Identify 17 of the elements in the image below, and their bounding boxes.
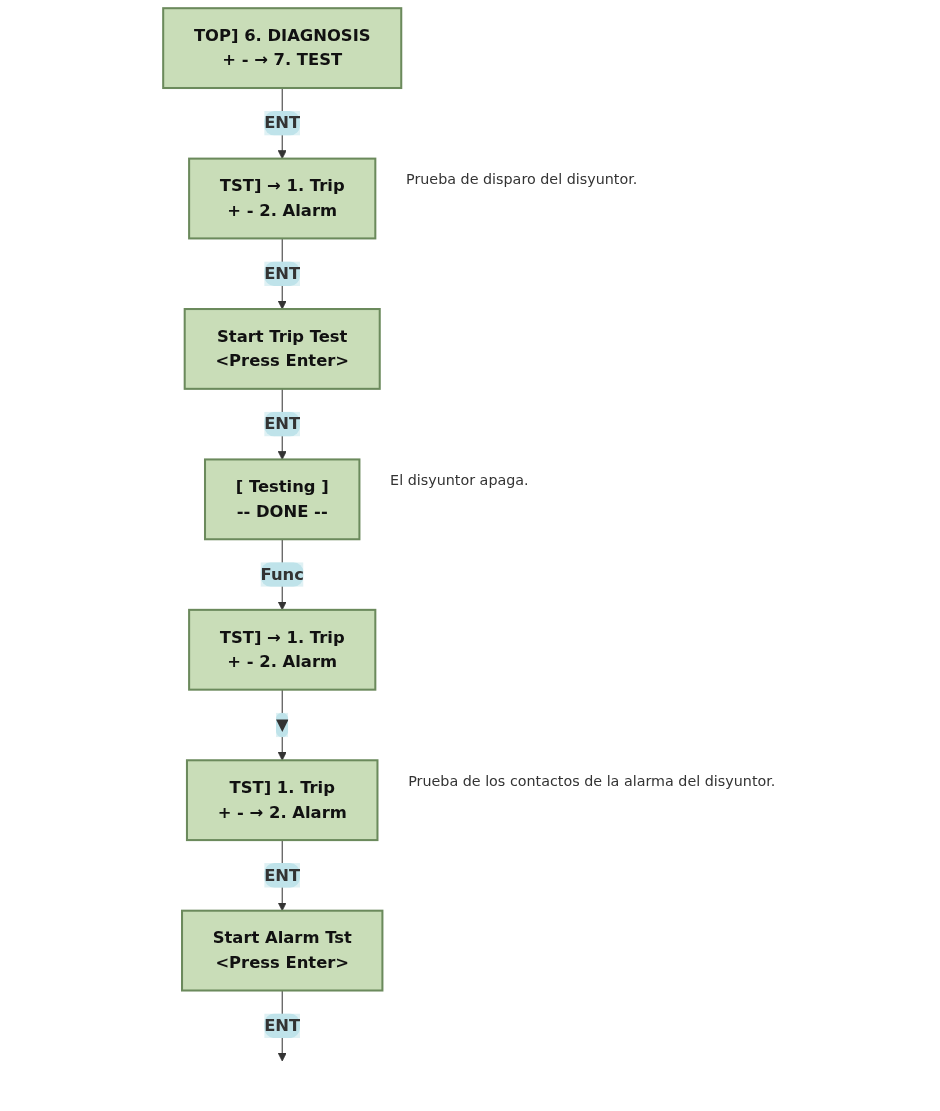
node-box: [ Testing ] -- DONE -- [203,458,361,541]
edge-label: ENT [263,413,300,434]
edge-label: Func [260,564,304,584]
note-text: El disyuntor apaga. [389,472,529,488]
edge-label: ENT [263,1015,300,1036]
edge-label: ENT [263,263,300,283]
note-text: Prueba de disparo del disyuntor. [405,171,637,188]
node-box: TST] → 1. Trip + - 2. Alarm [187,608,377,691]
node-box: TOP] 6. DIAGNOSIS + - → 7. TEST [161,7,402,90]
node-box: TST] → 1. Trip + - 2. Alarm [187,157,377,240]
edge-label: ▼ [275,714,289,735]
edge-label: ENT [263,113,300,133]
note-text: Prueba de los contactos de la alarma del disyuntor. [407,772,776,789]
node-box: Start Trip Test <Press Enter> [183,308,381,390]
node-box: TST] 1. Trip + - → 2. Alarm [185,759,379,842]
edge-label: ENT [263,865,300,885]
node-box: Start Alarm Tst <Press Enter> [180,909,384,992]
